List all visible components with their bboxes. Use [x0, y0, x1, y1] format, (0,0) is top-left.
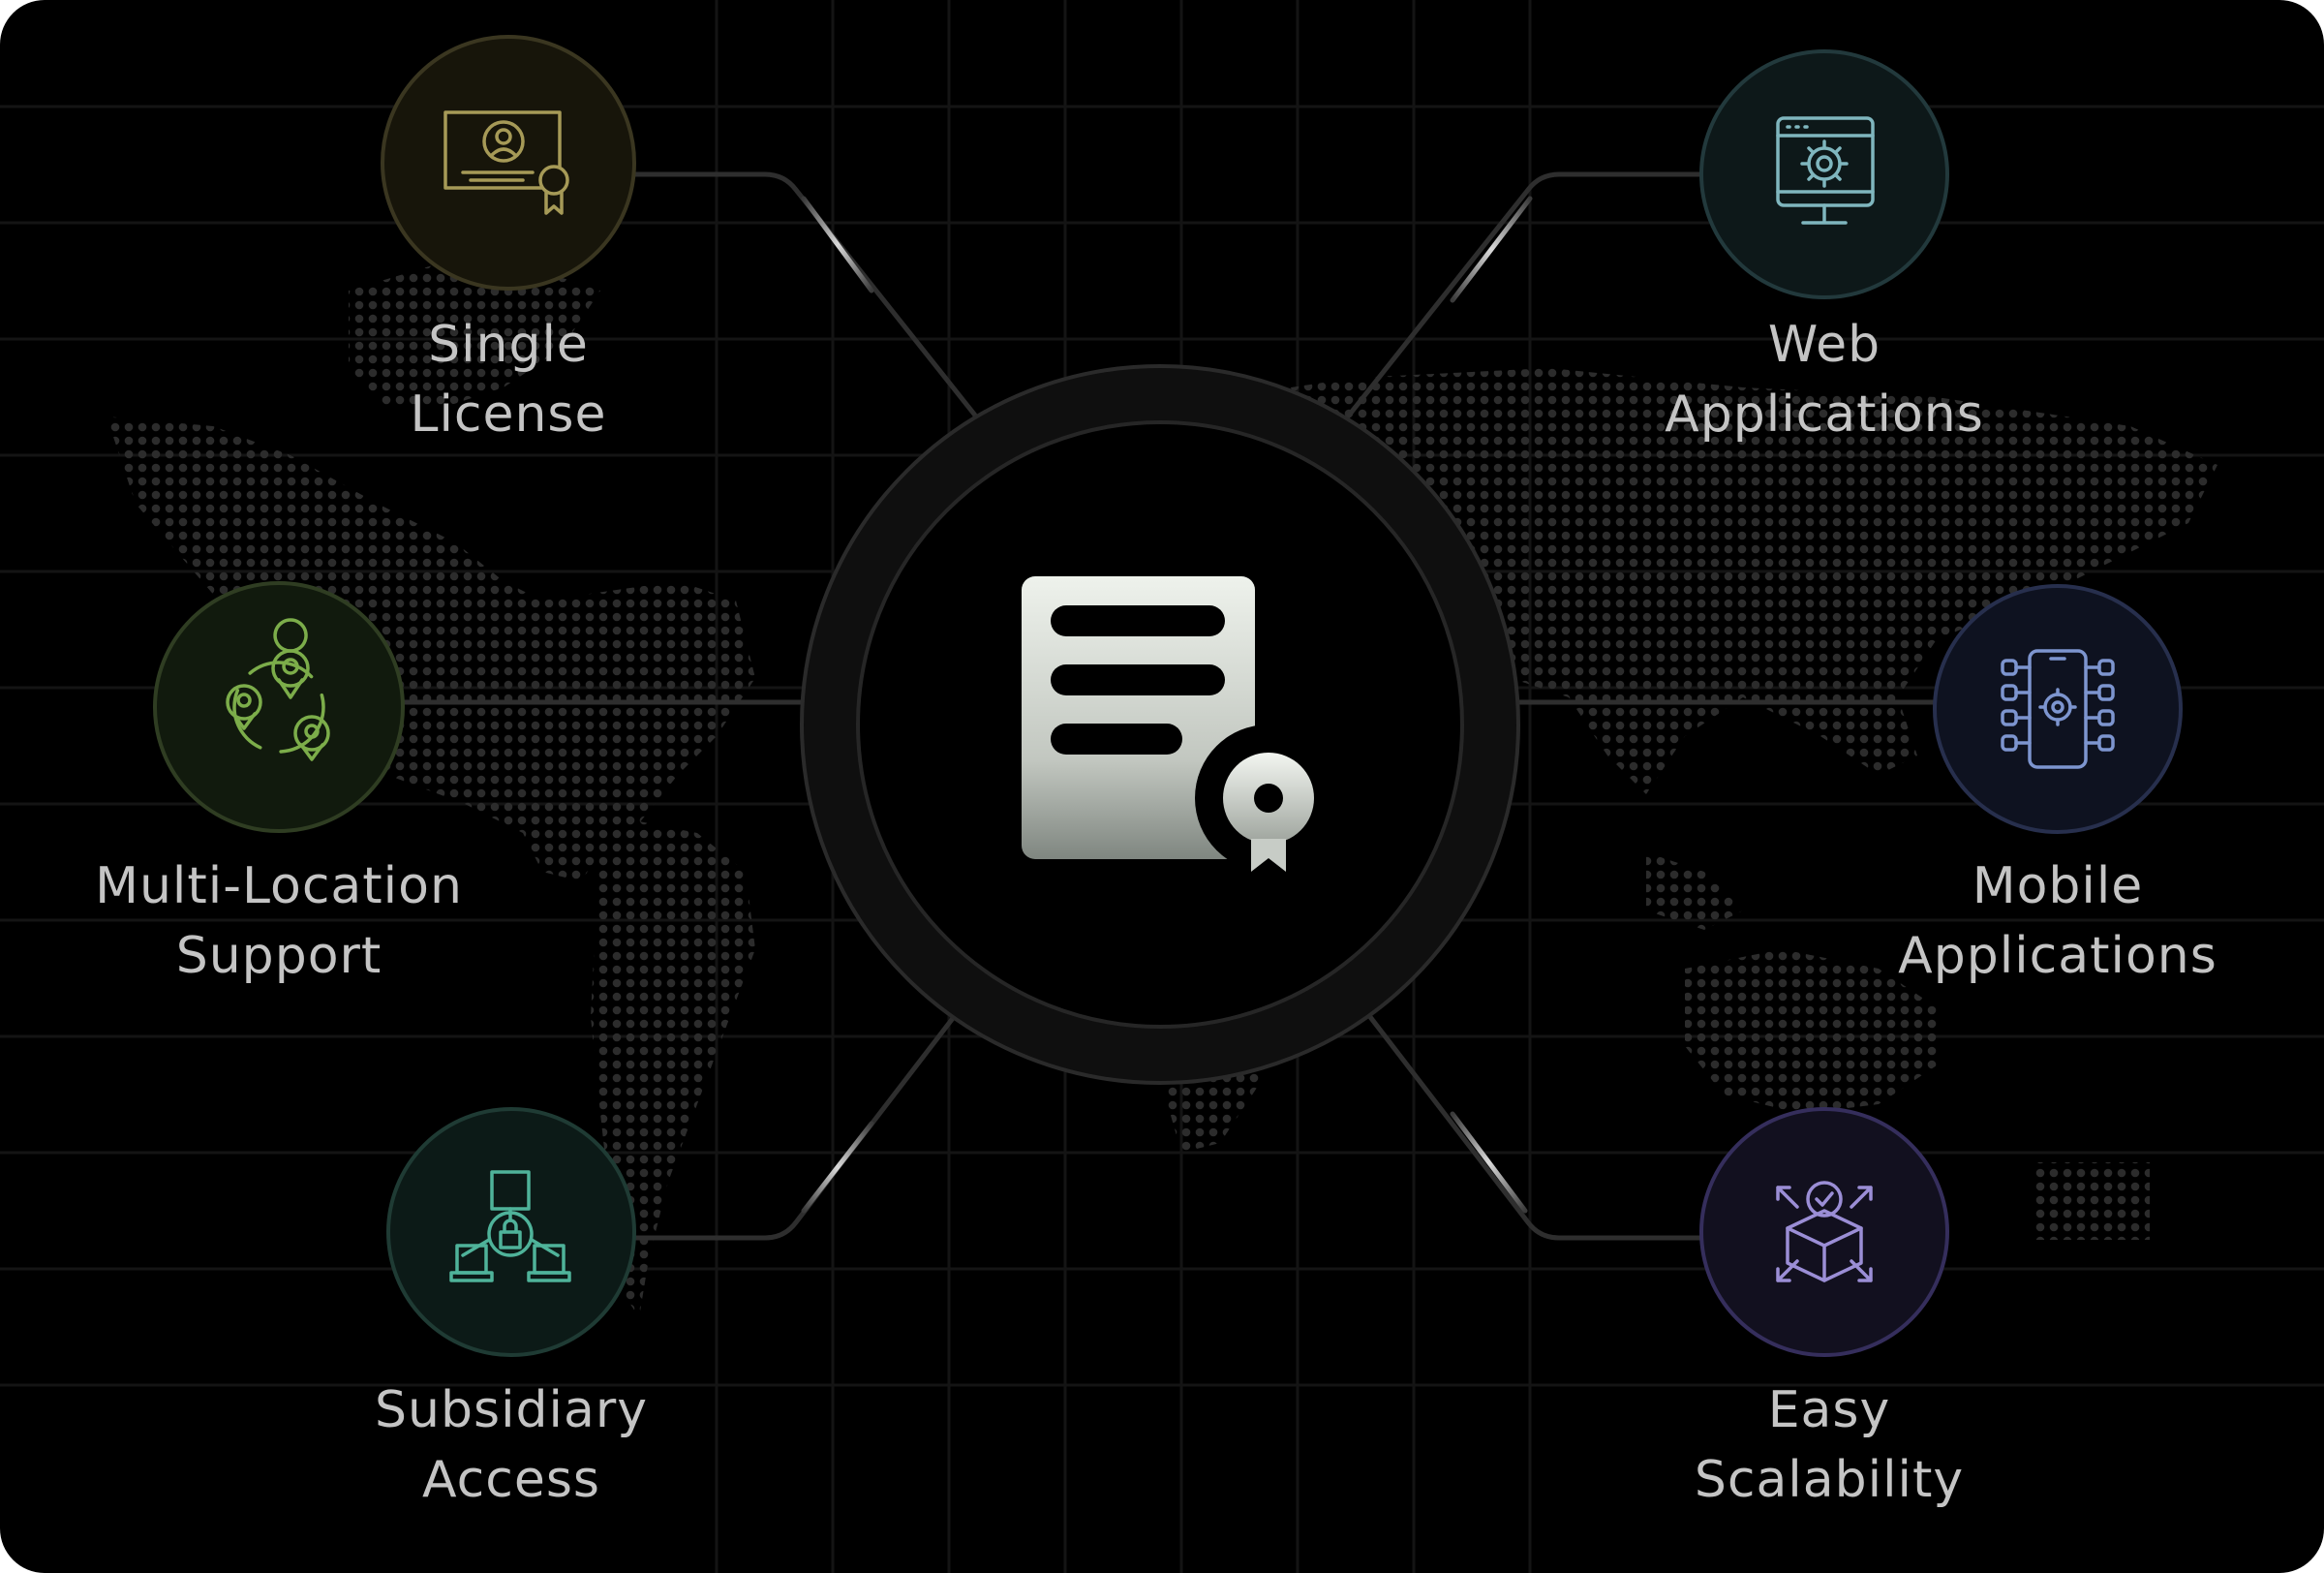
mobile-applications-label: Mobile Applications — [1816, 851, 2300, 991]
mobile-applications-label-line1: Mobile — [1972, 857, 2144, 915]
easy-scalability-label-line1: Easy — [1767, 1381, 1891, 1439]
multi-location-label-line2: Support — [175, 927, 382, 985]
location-network-icon — [226, 618, 330, 761]
locked-network-icon — [449, 1170, 571, 1282]
single-license-label-line2: License — [410, 386, 607, 444]
subsidiary-access-label-line1: Subsidiary — [375, 1381, 648, 1439]
web-applications-label: Web Applications — [1582, 310, 2066, 449]
multi-location-label-line1: Multi-Location — [95, 857, 463, 915]
web-applications-circle — [1699, 49, 1949, 299]
subsidiary-access-label: Subsidiary Access — [269, 1375, 753, 1515]
web-applications-label-line2: Applications — [1665, 386, 1984, 444]
single-license-circle — [381, 35, 636, 291]
scalable-box-icon — [1776, 1181, 1873, 1282]
connector-easy-scalability — [1345, 985, 1703, 1241]
subsidiary-access-label-line2: Access — [421, 1451, 600, 1509]
multi-location-support-label: Multi-Location Support — [37, 851, 521, 991]
multi-location-circle — [153, 581, 405, 833]
center-hub — [800, 364, 1520, 1085]
single-license-label-line1: Single — [428, 316, 589, 374]
easy-scalability-label: Easy Scalability — [1587, 1375, 2071, 1515]
mobile-applications-circle — [1933, 584, 2183, 834]
connector-lines — [402, 171, 1938, 1241]
license-certificate-icon — [443, 110, 569, 215]
monitor-gear-icon — [1776, 116, 1875, 225]
web-applications-label-line1: Web — [1767, 316, 1881, 374]
certificate-document-icon — [1022, 576, 1342, 872]
single-license-label: Single License — [266, 310, 750, 449]
connector-subsidiary-access — [628, 985, 979, 1241]
connector-web-applications — [1345, 171, 1703, 419]
easy-scalability-circle — [1699, 1107, 1949, 1357]
mobile-gear-icon — [2001, 649, 2115, 769]
easy-scalability-label-line2: Scalability — [1694, 1451, 1965, 1509]
connector-single-license — [628, 171, 979, 419]
mobile-applications-label-line2: Applications — [1898, 927, 2217, 985]
